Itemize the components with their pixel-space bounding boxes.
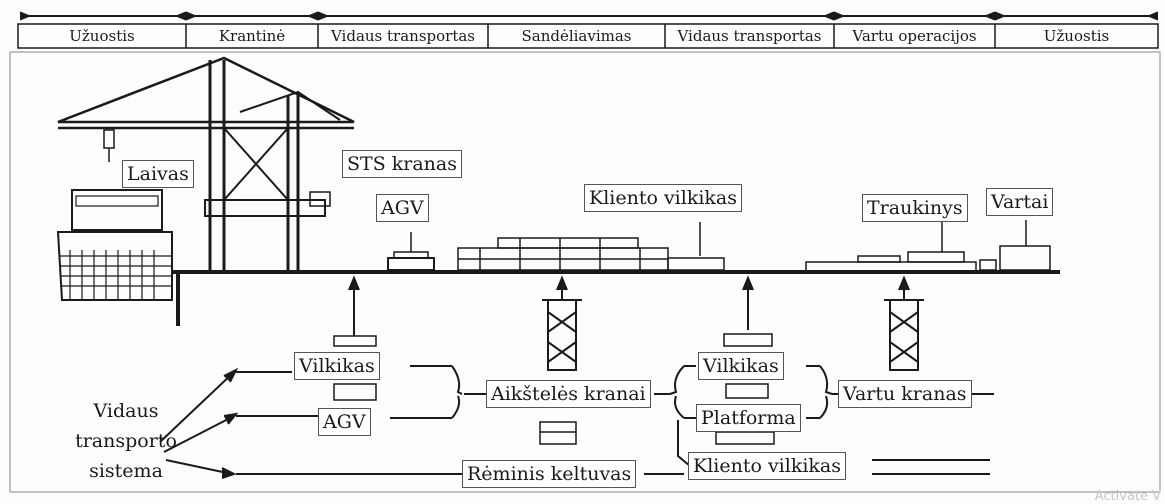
gate-icon (999, 220, 1051, 271)
zone-bar (17, 11, 1159, 49)
label-sts-kranas: STS kranas (342, 150, 462, 178)
client-truck-small-icon (715, 431, 775, 445)
truck-small-icon (333, 333, 773, 347)
label-agv-top: AGV (376, 194, 429, 222)
label-traukinys: Traukinys (862, 194, 968, 222)
system-label-line-2: transporto (75, 430, 177, 452)
label-vartu-kranas: Vartu kranas (838, 380, 972, 408)
label-vartai: Vartai (986, 188, 1054, 216)
label-kliento-vilkikas-bottom: Kliento vilkikas (688, 452, 847, 480)
yard-crane-icon (542, 299, 582, 371)
zone-label-sandeliavimas: Sandėliavimas (521, 27, 632, 45)
label-platforma: Platforma (696, 404, 801, 432)
system-label-line-3: sistema (89, 460, 163, 482)
system-label-line-1: Vidaus (93, 400, 159, 422)
zone-label-vidaus-transportas-2: Vidaus transportas (677, 27, 822, 45)
label-agv-bottom: AGV (318, 408, 371, 436)
label-vilkikas-left: Vilkikas (294, 352, 380, 380)
zone-label-uzuostis-left: Užuostis (69, 27, 135, 45)
label-laivas: Laivas (122, 160, 194, 188)
quay (172, 270, 1060, 326)
sts-crane-icon (57, 56, 355, 272)
zone-label-vartu-operacijos: Vartu operacijos (852, 27, 977, 45)
agv-small-icon (333, 383, 769, 401)
zone-label-vidaus-transportas-1: Vidaus transportas (330, 27, 475, 45)
label-kliento-vilkikas-top: Kliento vilkikas (584, 184, 743, 212)
activation-watermark: Activate V (1094, 489, 1161, 504)
label-vilkikas-right: Vilkikas (698, 352, 784, 380)
agv-vehicle-icon (387, 232, 435, 271)
label-aikstele-kranai: Aikštelės kranai (486, 380, 651, 408)
label-reminis-keltuvas: Rėminis keltuvas (462, 460, 637, 488)
label-vidaus-transporto-sistema: Vidaus transporto sistema (56, 396, 196, 486)
zone-label-uzuostis-right: Užuostis (1043, 27, 1110, 45)
ship-icon (56, 189, 173, 301)
flow-connectors (236, 365, 994, 475)
zone-label-krantine: Krantinė (218, 27, 286, 45)
straddle-carrier-small-icon (539, 421, 577, 445)
system-arrows (159, 367, 239, 479)
train-icon (805, 222, 997, 272)
flow-arrows-up (348, 275, 910, 336)
container-stacks-icon (457, 222, 725, 271)
gate-crane-icon (884, 299, 924, 371)
